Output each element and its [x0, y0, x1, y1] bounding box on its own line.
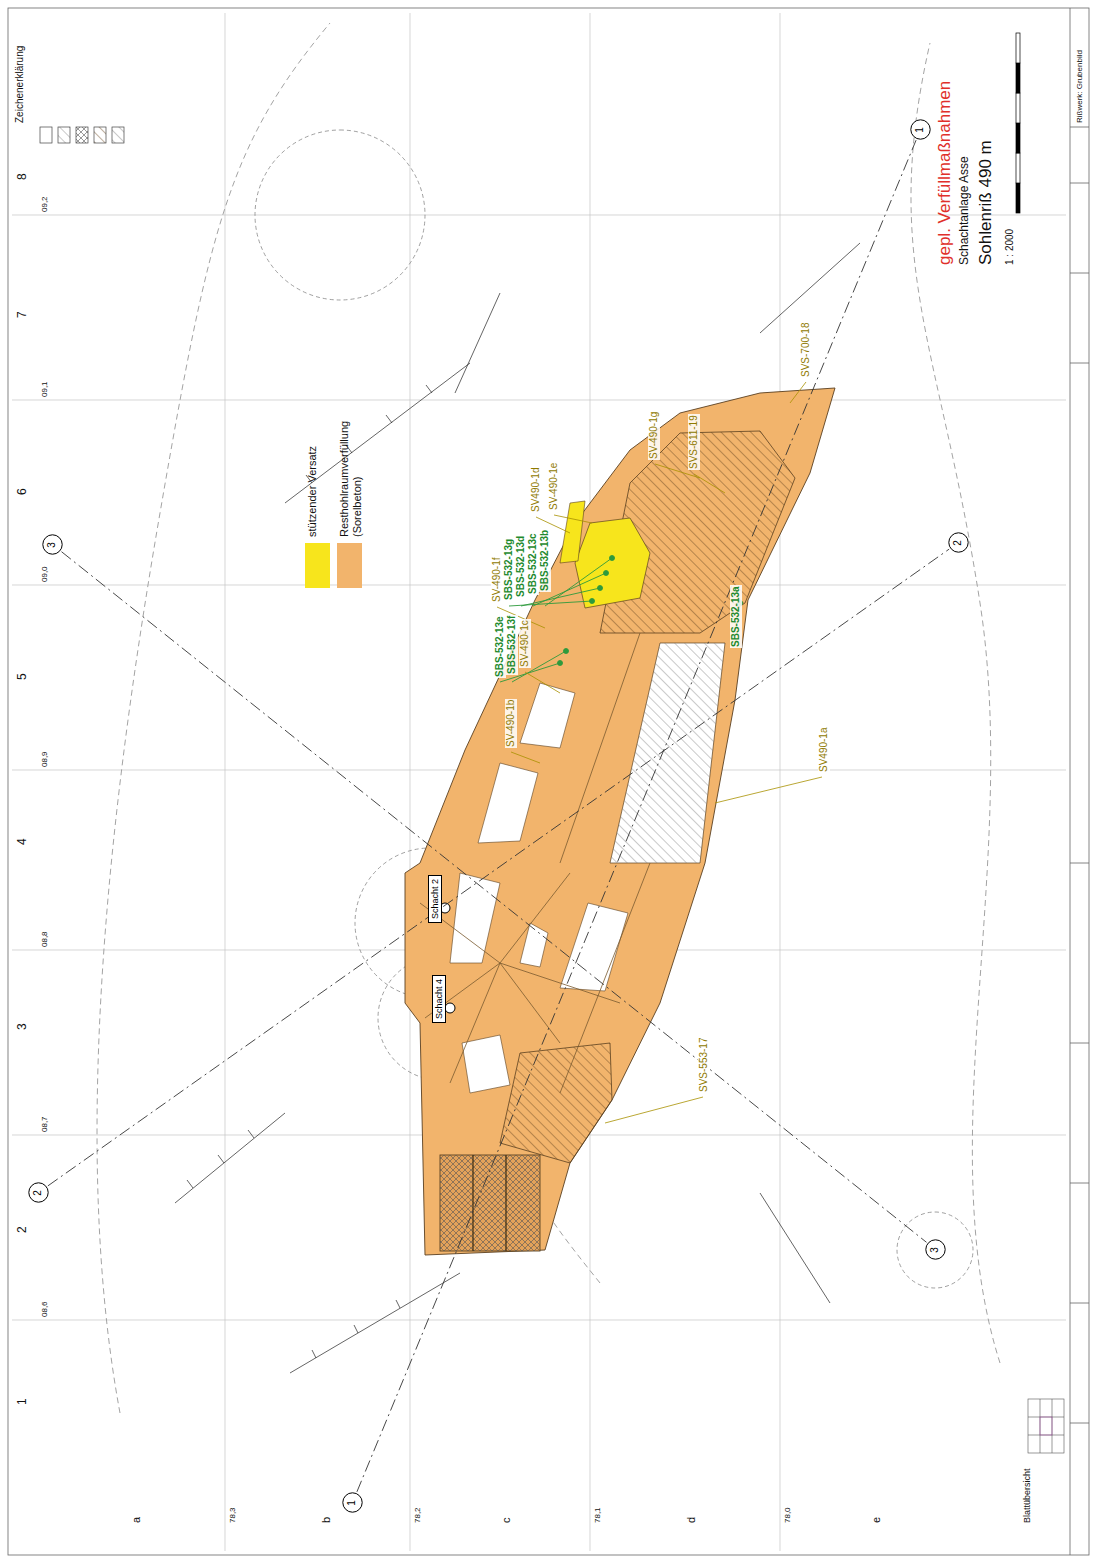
map-label: 08,7 — [40, 1116, 49, 1132]
map-label: 78,0 — [783, 1507, 792, 1523]
salt-boundary — [97, 23, 1000, 1413]
grid — [12, 13, 1066, 1551]
section-marker: 1 — [342, 1493, 363, 1514]
marker-number: 1 — [346, 1500, 358, 1506]
sheet-frame — [8, 8, 1089, 1555]
map-label: 1 : 2000 — [1004, 229, 1016, 265]
shaft-name: Schacht 4 — [434, 979, 444, 1019]
map-label: 3 — [16, 1023, 30, 1030]
map-label: 09,0 — [40, 566, 49, 582]
fill-measure-label: SV-490-1e — [548, 462, 560, 511]
map-label: 09,2 — [40, 196, 49, 212]
section-marker: 3 — [925, 1240, 946, 1261]
map-label: 5 — [16, 673, 30, 680]
map-label: 78,3 — [228, 1507, 237, 1523]
shaft-pillar — [255, 130, 973, 1288]
borehole-label: SBS-532-13a — [730, 585, 742, 648]
map-label: 09,1 — [40, 381, 49, 397]
survey-line — [175, 243, 860, 1373]
section-line-path — [48, 549, 949, 1186]
map-label: c — [500, 1518, 513, 1524]
shaft-box: Schacht 2 — [428, 875, 442, 923]
fill-measure-label: SVS-553-17 — [698, 1037, 710, 1093]
map-label: 08,9 — [40, 751, 49, 767]
borehole-label: SBS-532-13b — [539, 529, 551, 592]
map-title: gepl. Verfüllmaßnahmen — [935, 81, 955, 265]
leader-line — [497, 382, 822, 1123]
sign-key — [40, 127, 124, 143]
section-marker: 2 — [28, 1183, 49, 1204]
map-label: d — [685, 1517, 698, 1523]
marker-number: 3 — [929, 1247, 941, 1253]
map-label: 08,8 — [40, 931, 49, 947]
map-label: Sohlenriß 490 m — [976, 140, 996, 265]
marker-number: 3 — [46, 542, 58, 548]
map-label: 2 — [16, 1226, 30, 1233]
fill-measure-label: SV490-1a — [818, 727, 830, 773]
borehole-label: SBS-532-13c — [527, 532, 539, 595]
map-label: 08,6 — [40, 1301, 49, 1317]
map-label: 78,2 — [413, 1507, 422, 1523]
sheet-overview — [1028, 1399, 1064, 1453]
map-label: 6 — [16, 488, 30, 495]
fill-measure-label: SV-490-1c — [519, 619, 531, 668]
map-label: 7 — [16, 311, 30, 318]
scale-bar — [1016, 33, 1020, 213]
marker-number: 2 — [32, 1190, 44, 1196]
legend-swatch — [337, 543, 362, 588]
section-marker: 2 — [948, 533, 969, 554]
map-label: 78,1 — [593, 1507, 602, 1523]
borehole-label: SBS-532-13f — [506, 615, 518, 675]
map-label: b — [320, 1517, 333, 1523]
section-line-path — [61, 552, 926, 1243]
fill-measure-label: SVS-700-18 — [800, 322, 812, 378]
shaft-box: Schacht 4 — [432, 975, 446, 1023]
map-label: Zeichenerklärung — [14, 46, 26, 123]
shaft-name: Schacht 2 — [430, 879, 440, 919]
map-label: Rißwerk: Grubenbild — [1075, 50, 1084, 123]
legend-swatch — [305, 543, 330, 588]
map-label: 8 — [16, 173, 30, 180]
legend-text: Resthohlraumverfüllung (Sorelbeton) — [338, 387, 363, 537]
section-line — [357, 140, 916, 1492]
section-line-path — [357, 140, 916, 1492]
borehole-label: SBS-532-13g — [503, 538, 515, 601]
section-marker: 3 — [42, 535, 63, 556]
map-label: e — [870, 1517, 883, 1523]
fill-measure-label: SVS-611-19 — [688, 414, 700, 470]
survey-tick — [187, 385, 432, 1358]
borehole-label: SBS-532-13e — [494, 615, 506, 678]
map-label: Blattübersicht — [1022, 1468, 1032, 1523]
marker-number: 2 — [952, 540, 964, 546]
map-label: 1 — [16, 1398, 30, 1405]
fill-measure-label: SV-490-1g — [648, 411, 660, 460]
fill-measure-label: SV-490-1b — [505, 699, 517, 748]
borehole-label: SBS-532-13d — [515, 535, 527, 598]
map-label: a — [130, 1517, 143, 1523]
marker-number: 1 — [914, 127, 926, 133]
fill-measure-label: SV-490-1f — [491, 557, 503, 603]
section-marker: 1 — [910, 120, 931, 141]
fill-measure-label: SV490-1d — [530, 467, 542, 513]
legend-text: stützender Versatz — [306, 387, 319, 537]
section-line — [48, 549, 949, 1186]
mine-workings — [405, 388, 835, 1255]
map-label: 4 — [16, 838, 30, 845]
section-line — [61, 552, 926, 1243]
map-label: Schachtanlage Asse — [958, 156, 972, 265]
